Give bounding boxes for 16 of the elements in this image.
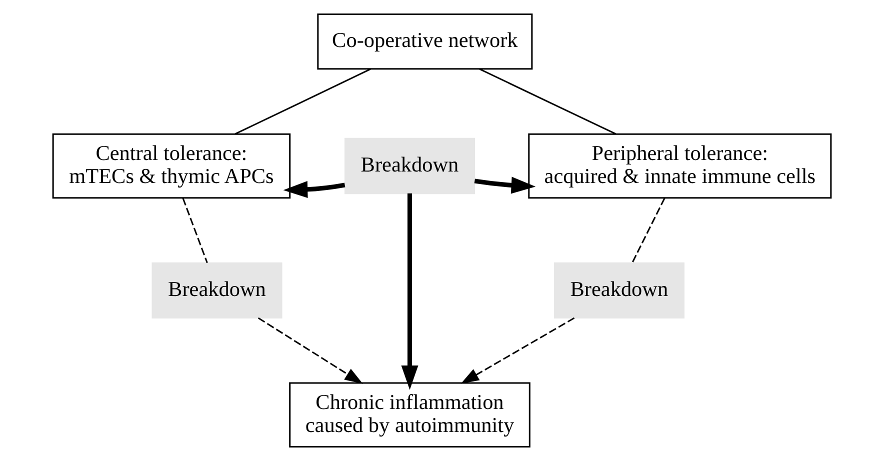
node-box: Central tolerance: mTECs & thymic APCs	[52, 133, 290, 199]
node-box: Breakdown	[553, 262, 684, 319]
arrow	[460, 317, 574, 384]
arrow	[282, 180, 345, 198]
connector	[478, 68, 616, 135]
arrow	[257, 317, 362, 384]
arrow	[400, 193, 418, 390]
connector	[182, 198, 208, 264]
arrow	[474, 176, 536, 194]
node-box: Peripheral tolerance: acquired & innate immune cells	[528, 133, 832, 199]
connector	[234, 68, 370, 135]
node-box: Chronic inflammation caused by autoimmunity	[288, 382, 530, 448]
connector	[631, 198, 665, 264]
node-box: Breakdown	[151, 262, 282, 319]
node-box: Co-operative network	[316, 13, 532, 70]
node-box: Breakdown	[344, 138, 475, 194]
